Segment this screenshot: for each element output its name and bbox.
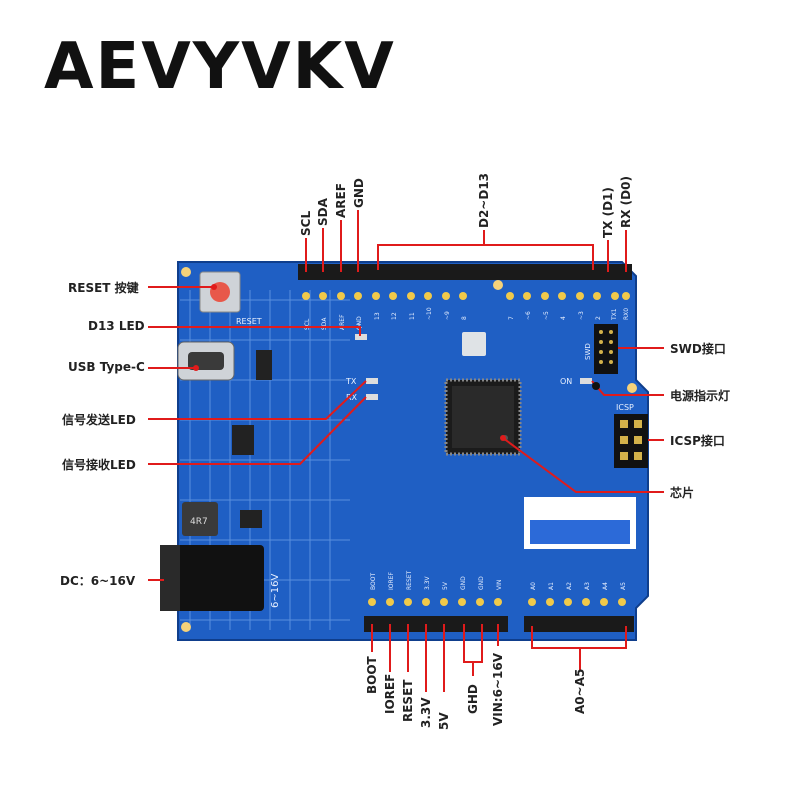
- bottom-pin-labels: BOOT IOREF RESET 3.3V 5V GND GND VIN A0 …: [370, 570, 627, 590]
- pin-label: A5: [620, 582, 627, 590]
- pin-label: ~3: [578, 311, 585, 320]
- label-tx-led: 信号发送LED: [62, 413, 136, 427]
- dc-jack: [160, 545, 264, 611]
- silk-reset: RESET: [236, 317, 262, 326]
- label-ioref: IOREF: [383, 673, 397, 714]
- power-header: [364, 616, 508, 632]
- label-aref: AREF: [334, 183, 348, 218]
- label-tx-d1: TX (D1): [601, 187, 615, 238]
- annotation-lines: [148, 210, 664, 692]
- brand-title: AEVYVKV: [44, 30, 396, 104]
- pin-label: AREF: [339, 314, 346, 330]
- d13-led: [355, 334, 367, 340]
- pin-label: ~10: [426, 307, 433, 320]
- pin-label: 8: [461, 316, 468, 320]
- label-boot: BOOT: [365, 656, 379, 694]
- label-usb: USB Type-C: [68, 360, 145, 374]
- pin-label: GND: [356, 316, 363, 330]
- silk-tx: TX: [345, 377, 357, 386]
- label-reset-pin: RESET: [401, 679, 415, 722]
- pin-label: 12: [391, 312, 398, 320]
- silk-on: ON: [560, 377, 572, 386]
- pin-label: GND: [478, 576, 485, 590]
- mount-hole: [627, 383, 637, 393]
- silk-rx: RX: [346, 393, 358, 402]
- silk-inductor: 4R7: [190, 517, 208, 527]
- label-gnd-top: GND: [352, 178, 366, 208]
- label-d2-d13: D2~D13: [477, 172, 491, 228]
- label-dc: DC：6~16V: [60, 574, 136, 588]
- label-power-led: 电源指示灯: [670, 389, 731, 403]
- pin-label: SCL: [304, 318, 311, 330]
- silk-swd: SWD: [584, 343, 592, 360]
- pin-label: ~9: [444, 311, 451, 320]
- pin-label: IOREF: [388, 572, 395, 590]
- label-3v3: 3.3V: [419, 697, 433, 728]
- label-5v: 5V: [437, 712, 451, 730]
- silk-icsp: ICSP: [616, 403, 634, 412]
- mount-hole: [181, 622, 191, 632]
- pin-label: BOOT: [370, 573, 377, 590]
- top-header-pins: [302, 292, 630, 300]
- top-pin-labels: SCL SDA AREF GND 13 12 11 ~10 ~9 8 7 ~6 …: [304, 307, 630, 330]
- pin-label: 3.3V: [424, 575, 431, 590]
- label-chip: 芯片: [670, 486, 695, 500]
- power-led-dot: [592, 382, 600, 390]
- pin-label: SDA: [321, 317, 328, 330]
- pin-label: VIN: [496, 580, 503, 590]
- pin-label: 2: [595, 316, 602, 320]
- label-rx-led: 信号接收LED: [62, 458, 136, 472]
- label-icsp: ICSP接口: [670, 434, 725, 448]
- power-led: [580, 378, 592, 384]
- annotation-dots: [193, 284, 506, 441]
- pin-label: ~5: [543, 311, 550, 320]
- analog-header: [524, 616, 634, 632]
- icsp-header: [614, 414, 648, 468]
- mount-hole: [181, 267, 191, 277]
- mount-hole: [493, 280, 503, 290]
- pin-label: 11: [409, 312, 416, 320]
- pin-label: A4: [602, 582, 609, 590]
- pin-label: RESET: [406, 570, 413, 590]
- pin-label: 7: [508, 316, 515, 320]
- swd-header: [594, 324, 618, 374]
- inductor: [182, 502, 218, 536]
- pin-label: ~6: [525, 311, 532, 320]
- label-sda: SDA: [316, 198, 330, 226]
- rx-led: [366, 394, 378, 400]
- pin-label: 13: [374, 312, 381, 320]
- label-a0-a5: A0~A5: [573, 668, 587, 714]
- pin-label: 4: [560, 316, 567, 320]
- pin-label: A0: [530, 582, 537, 590]
- pin-label: TX1: [611, 308, 618, 321]
- label-scl: SCL: [299, 210, 313, 236]
- label-rx-d0: RX (D0): [619, 176, 633, 228]
- label-vin: VIN:6~16V: [491, 653, 505, 726]
- silk-dc: 6~16V: [270, 574, 281, 608]
- pin-label: 5V: [442, 581, 449, 590]
- tx-led: [366, 378, 378, 384]
- label-swd: SWD接口: [670, 342, 726, 356]
- pin-label: GND: [460, 576, 467, 590]
- pin-label: A2: [566, 582, 573, 590]
- pin-label: A1: [548, 582, 555, 590]
- label-reset-button: RESET 按键: [68, 281, 139, 295]
- top-header: [298, 264, 632, 280]
- bottom-header-pins: [368, 598, 626, 606]
- label-ghd: GHD: [466, 684, 480, 714]
- label-d13-led: D13 LED: [88, 319, 145, 333]
- pin-label: RX0: [623, 308, 630, 320]
- pin-label: A3: [584, 582, 591, 590]
